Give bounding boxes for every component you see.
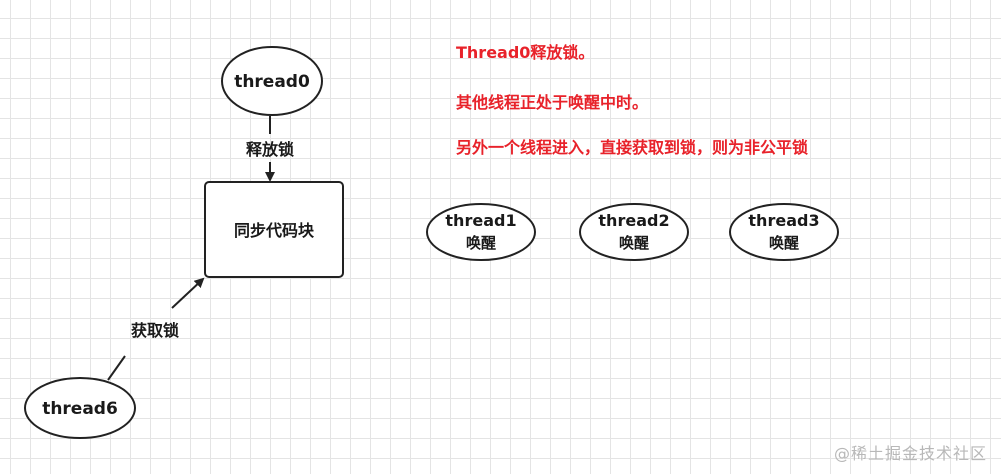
acquire-edge-arrow	[171, 277, 205, 309]
thread6-node	[24, 377, 136, 439]
sync-block-node	[204, 181, 344, 278]
release-lock-label: 释放锁	[246, 140, 294, 159]
thread1-state: 唤醒	[466, 234, 496, 252]
thread3-name: thread3	[748, 211, 819, 230]
sync-block-label: 同步代码块	[234, 221, 315, 240]
thread0-label: thread0	[234, 72, 310, 92]
acquire-edge-line-bottom	[107, 355, 126, 381]
note-2: 其他线程正处于唤醒中时。	[456, 93, 648, 112]
thread0-node	[221, 46, 323, 116]
thread2-name: thread2	[598, 211, 669, 230]
watermark: @稀土掘金技术社区	[833, 444, 987, 463]
acquire-lock-label: 获取锁	[131, 321, 179, 340]
thread2-state: 唤醒	[619, 234, 649, 252]
thread6-label: thread6	[42, 399, 118, 419]
thread2-node	[579, 203, 689, 261]
note-1: Thread0释放锁。	[456, 43, 594, 62]
note-3: 另外一个线程进入，直接获取到锁，则为非公平锁	[456, 138, 808, 157]
thread3-state: 唤醒	[769, 234, 799, 252]
thread1-node	[426, 203, 536, 261]
thread1-name: thread1	[445, 211, 516, 230]
thread3-node	[729, 203, 839, 261]
